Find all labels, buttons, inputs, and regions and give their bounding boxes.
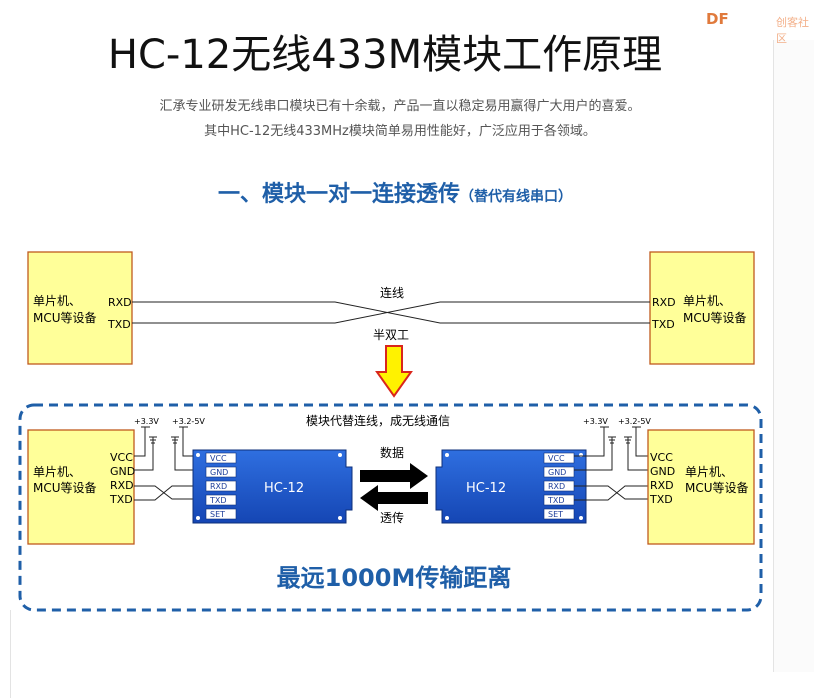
- top-wire-label: 连线: [380, 285, 404, 300]
- bottom-left-pin-vcc: VCC: [110, 451, 133, 464]
- watermark-suffix: 创客社区: [776, 16, 809, 45]
- arrow-left-icon: [360, 485, 428, 511]
- section-heading-sub: （替代有线串口）: [460, 189, 572, 205]
- bottom-right-device-box: [647, 429, 755, 545]
- right-supply-32-5v: +3.2-5V: [618, 417, 651, 426]
- down-arrow-icon: [375, 345, 413, 398]
- bottom-left-pin-rxd: RXD: [110, 479, 134, 492]
- hc12-left-pin-set: SET: [210, 510, 225, 519]
- range-text: 最远1000M传输距离: [277, 564, 512, 592]
- hc12-right-pin-rxd: RXD: [548, 482, 565, 491]
- top-left-device-box: [27, 251, 133, 365]
- top-right-device-line2: MCU等设备: [683, 311, 747, 325]
- top-left-device-line2: MCU等设备: [33, 311, 97, 325]
- hc12-left-pin-vcc: VCC: [210, 454, 227, 463]
- bottom-right-pin-rxd: RXD: [650, 479, 674, 492]
- bottom-right-pin-txd: TXD: [649, 493, 673, 506]
- bottom-right-device-line2: MCU等设备: [685, 481, 749, 495]
- intro-line-1: 汇承专业研发无线串口模块已有十余载，产品一直以稳定易用赢得广大用户的喜爱。: [159, 99, 641, 114]
- top-right-pin-txd: TXD: [651, 318, 675, 331]
- hc12-right-pin-txd: TXD: [547, 496, 565, 505]
- hc12-right-pin-vcc: VCC: [548, 454, 565, 463]
- hc12-left-pin-gnd: GND: [210, 468, 228, 477]
- hc12-right-mount-hole: [579, 516, 583, 520]
- wireless-title: 模块代替连线，成无线通信: [306, 413, 450, 428]
- top-right-device-box: [649, 251, 755, 365]
- right-power-supplies: +3.3V +3.2-5V: [574, 417, 651, 471]
- left-power-supplies: +3.3V +3.2-5V: [134, 417, 205, 471]
- bottom-left-device-box: [27, 429, 135, 545]
- hc12-left-mount-hole: [338, 516, 342, 520]
- hc12-right-mount-hole: [445, 453, 449, 457]
- side-panel: [773, 40, 814, 672]
- arrow-trans-label: 透传: [380, 510, 404, 525]
- bottom-left-pin-gnd: GND: [110, 465, 135, 478]
- hc12-right-mount-hole: [445, 516, 449, 520]
- left-rule: [10, 610, 11, 698]
- top-left-device-line1: 单片机、: [33, 294, 81, 308]
- page-title: HC-12无线433M模块工作原理: [107, 32, 663, 78]
- hc12-right-pin-set: SET: [548, 510, 563, 519]
- arrow-data-label: 数据: [380, 445, 404, 460]
- bottom-left-device-line1: 单片机、: [33, 465, 81, 479]
- hc12-right-pin-gnd: GND: [548, 468, 566, 477]
- hc12-left-mount-hole: [338, 453, 342, 457]
- left-supply-32-5v: +3.2-5V: [172, 417, 205, 426]
- bottom-left-mcu: 单片机、 MCU等设备 VCC GND RXD TXD: [27, 429, 135, 545]
- bottom-right-pin-vcc: VCC: [650, 451, 673, 464]
- top-wired-diagram: 单片机、 MCU等设备 RXD TXD 单片机、 MCU等设备 RXD TXD …: [27, 251, 755, 365]
- bottom-left-pin-txd: TXD: [109, 493, 133, 506]
- watermark-logo: DF: [706, 10, 729, 28]
- top-crossed-wires: [132, 301, 650, 324]
- hc12-module-left: VCC GND RXD TXD SET HC-12: [192, 449, 353, 524]
- section-heading: 一、模块一对一连接透传（替代有线串口）: [0, 176, 790, 208]
- left-supply-33v: +3.3V: [134, 417, 159, 426]
- top-left-pin-txd: TXD: [107, 318, 131, 331]
- hc12-left-pin-txd: TXD: [209, 496, 227, 505]
- intro-line-2: 其中HC-12无线433MHz模块简单易用性能好，广泛应用于各领域。: [204, 124, 596, 139]
- bottom-right-mcu: 单片机、 MCU等设备 VCC GND RXD TXD: [647, 429, 755, 545]
- top-right-device-line1: 单片机、: [683, 294, 731, 308]
- bottom-right-pin-gnd: GND: [650, 465, 675, 478]
- bottom-left-device-line2: MCU等设备: [33, 481, 97, 495]
- top-left-pin-rxd: RXD: [108, 296, 132, 309]
- hc12-right-label: HC-12: [466, 481, 506, 496]
- section-heading-main: 一、模块一对一连接透传: [217, 182, 460, 207]
- wireless-frame: [18, 403, 763, 612]
- right-supply-33v: +3.3V: [583, 417, 608, 426]
- hc12-left-mount-hole: [196, 516, 200, 520]
- arrow-right-icon: [360, 463, 428, 489]
- top-mode-label: 半双工: [373, 328, 409, 342]
- hc12-module-right: VCC GND RXD TXD SET HC-12: [435, 449, 587, 524]
- left-data-wires: [134, 485, 205, 501]
- hc12-left-pin-rxd: RXD: [210, 482, 227, 491]
- bottom-right-device-line1: 单片机、: [685, 465, 733, 479]
- hc12-left-mount-hole: [196, 453, 200, 457]
- right-data-wires: [574, 485, 648, 501]
- top-right-pin-rxd: RXD: [652, 296, 676, 309]
- hc12-left-label: HC-12: [264, 481, 304, 496]
